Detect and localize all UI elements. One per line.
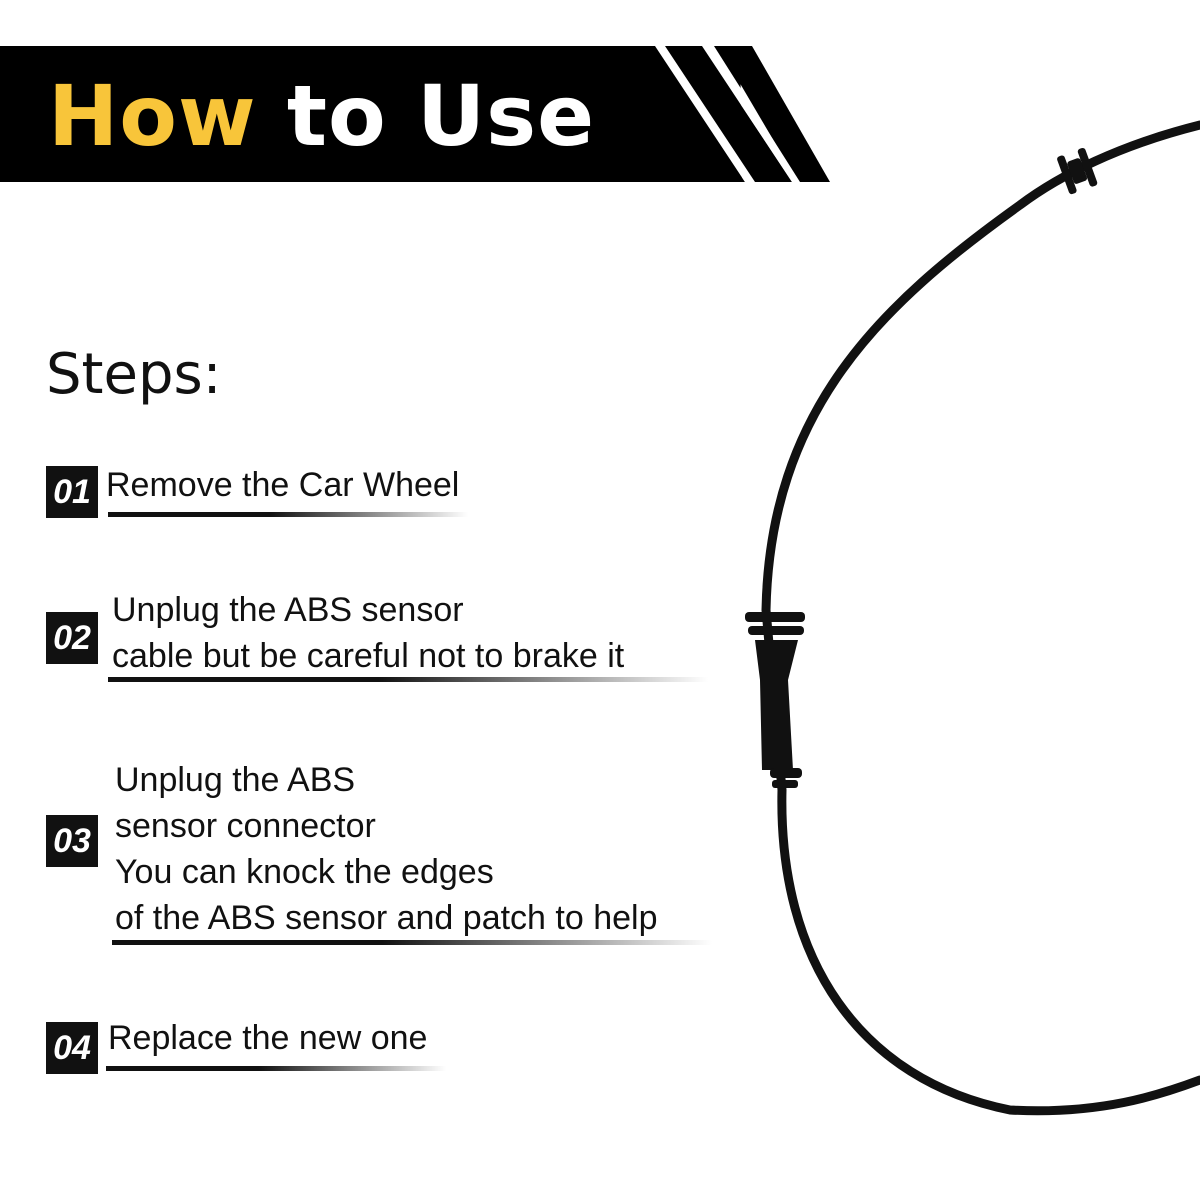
step-number-badge: 02	[46, 612, 98, 664]
step-text-line: Remove the Car Wheel	[106, 466, 460, 504]
title-accent-word: How	[48, 67, 257, 165]
banner-gap	[702, 46, 800, 182]
step-underline	[106, 1066, 446, 1071]
banner-stripe	[718, 46, 830, 182]
step-number-badge: 03	[46, 815, 98, 867]
banner-body	[0, 46, 745, 182]
banner-stripe	[662, 46, 792, 182]
cable-grommet-middle	[745, 612, 805, 788]
step-text: Unplug the ABS sensor cable but be caref…	[112, 587, 624, 679]
step-text-line: sensor connector	[115, 807, 376, 845]
title-rest-words: to Use	[256, 67, 596, 165]
step-text-line: cable but be careful not to brake it	[112, 637, 625, 675]
cable-grommet-top	[1057, 147, 1098, 195]
step-number-badge: 01	[46, 466, 98, 518]
page-title: How to Use	[48, 66, 595, 166]
header-banner	[0, 46, 830, 182]
step-underline	[108, 512, 468, 517]
steps-heading: Steps:	[46, 342, 222, 407]
banner-gap	[655, 46, 755, 182]
step-text-line: Unplug the ABS	[115, 761, 356, 799]
step-text-line: of the ABS sensor and patch to help	[115, 899, 658, 937]
step-number-badge: 04	[46, 1022, 98, 1074]
step-underline	[108, 677, 708, 682]
step-text: Replace the new one	[108, 1015, 427, 1061]
step-text-line: Unplug the ABS sensor	[112, 591, 464, 629]
step-underline	[112, 940, 712, 945]
cable-wire	[761, 120, 1200, 1116]
step-text-line: Replace the new one	[108, 1019, 428, 1057]
step-text-line: You can knock the edges	[115, 853, 494, 891]
step-text: Remove the Car Wheel	[106, 462, 459, 508]
step-text: Unplug the ABS sensor connector You can …	[115, 757, 658, 941]
